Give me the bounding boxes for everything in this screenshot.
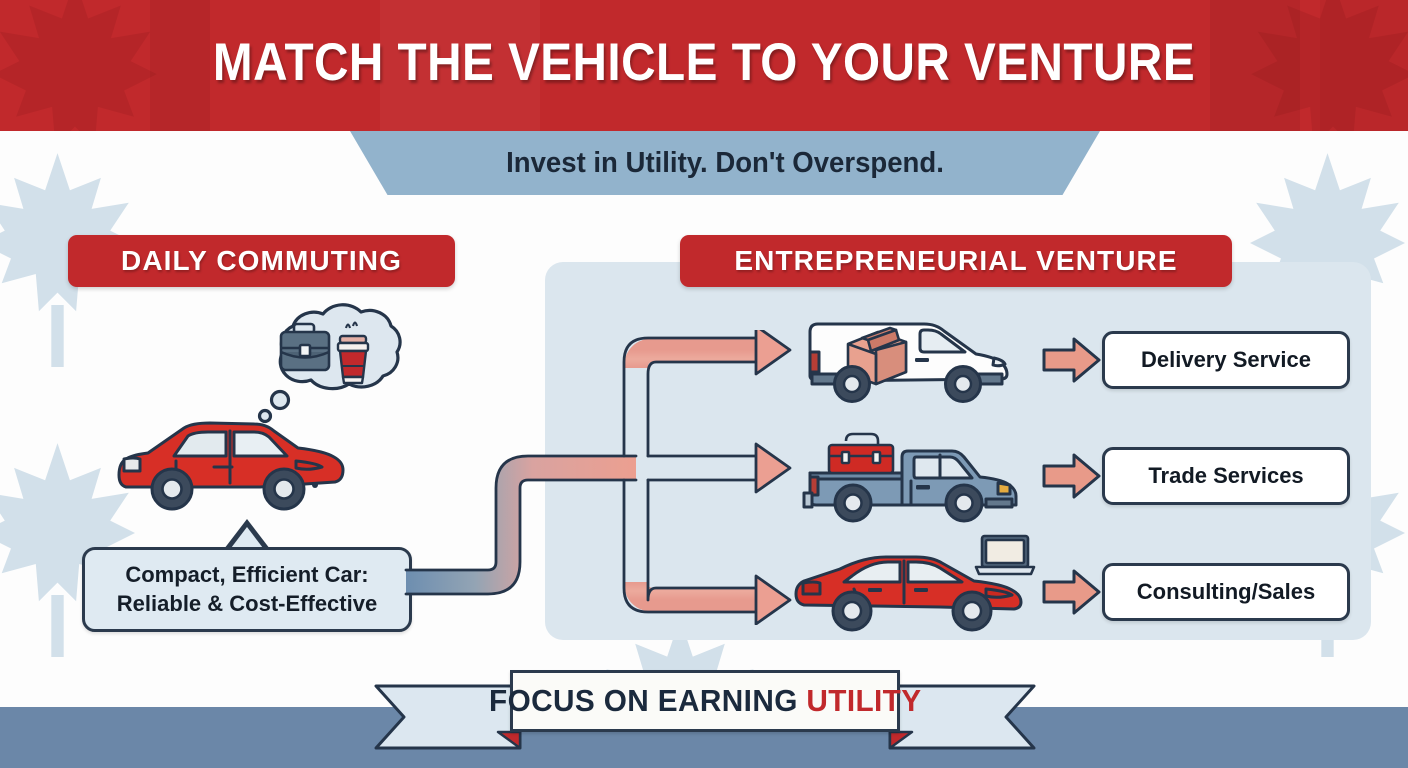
header-maple-leaf-icon-right bbox=[1251, 0, 1408, 131]
focus-ribbon: FOCUS ON EARNING UTILITY bbox=[370, 660, 1040, 760]
subtitle-text: Invest in Utility. Don't Overspend. bbox=[506, 146, 944, 179]
package-box-icon bbox=[846, 326, 908, 386]
white-delivery-van-icon bbox=[808, 322, 1009, 403]
page-title: MATCH THE VEHICLE TO YOUR VENTURE bbox=[212, 33, 1196, 92]
ribbon-text-accent: UTILITY bbox=[806, 683, 922, 718]
header-band-1 bbox=[150, 0, 210, 131]
header-maple-leaf-icon-left bbox=[0, 0, 157, 131]
service-label-consulting: Consulting/Sales bbox=[1102, 563, 1350, 621]
red-hatchback-car-icon bbox=[117, 421, 345, 511]
caption-line-2: Reliable & Cost-Effective bbox=[116, 590, 378, 616]
red-sedan-icon bbox=[794, 555, 1023, 632]
header-banner: MATCH THE VEHICLE TO YOUR VENTURE bbox=[0, 0, 1408, 131]
ribbon-tails bbox=[374, 684, 1036, 750]
ribbon-text-main: FOCUS ON EARNING bbox=[488, 683, 807, 718]
ribbon-body: FOCUS ON EARNING UTILITY bbox=[489, 670, 921, 732]
arrow-to-delivery-service-icon bbox=[1042, 337, 1101, 383]
blue-pickup-truck-icon bbox=[802, 432, 1018, 523]
thought-bubble bbox=[257, 303, 402, 424]
header-band-3 bbox=[1210, 0, 1300, 131]
section-heading-daily-commuting: DAILY COMMUTING bbox=[68, 235, 455, 287]
service-label-trade: Trade Services bbox=[1102, 447, 1350, 505]
ribbon-text: FOCUS ON EARNING UTILITY bbox=[489, 683, 921, 719]
commuting-caption-box: Compact, Efficient Car: Reliable & Cost-… bbox=[82, 547, 412, 632]
toolbox-icon bbox=[827, 432, 895, 475]
arrow-to-consulting-sales-icon bbox=[1042, 569, 1101, 615]
briefcase-icon bbox=[279, 322, 331, 372]
caption-line-1: Compact, Efficient Car: bbox=[125, 562, 369, 588]
subtitle-shape bbox=[350, 131, 1100, 195]
service-label-delivery: Delivery Service bbox=[1102, 331, 1350, 389]
coffee-cup-icon bbox=[336, 321, 370, 385]
laptop-icon bbox=[974, 534, 1036, 576]
section-heading-entrepreneurial-venture: ENTREPRENEURIAL VENTURE bbox=[680, 235, 1232, 287]
arrow-to-trade-services-icon bbox=[1042, 453, 1101, 499]
subtitle-banner: Invest in Utility. Don't Overspend. bbox=[350, 131, 1100, 195]
flow-connector bbox=[404, 330, 792, 625]
